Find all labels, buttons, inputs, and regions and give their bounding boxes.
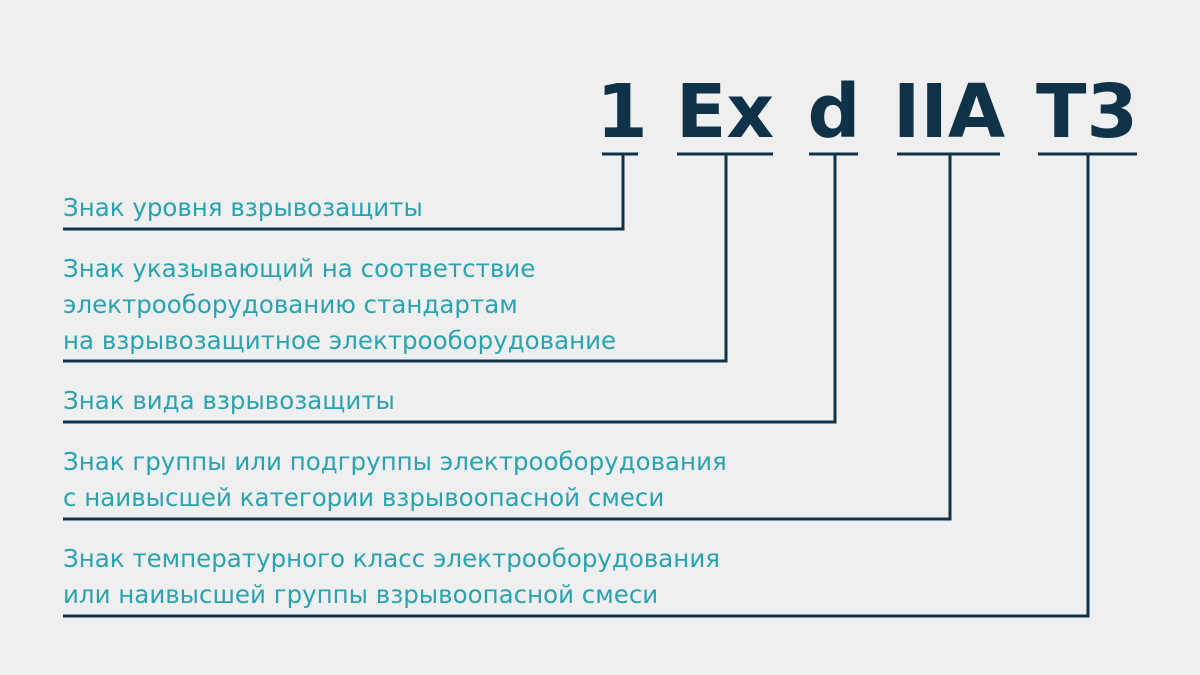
- leader-line-ex: [63, 154, 728, 363]
- leader-line-protection-type: [63, 154, 837, 424]
- description-line: Знак температурного класс электрооборудо…: [63, 544, 720, 573]
- description-line: Знак уровня взрывозащиты: [63, 193, 423, 222]
- description-line: Знак группы или подгруппы электрооборудо…: [63, 447, 727, 476]
- description-line: на взрывозащитное электрооборудование: [63, 326, 617, 355]
- description-ex: Знак указывающий на соответствие электро…: [63, 251, 616, 359]
- description-line: или наивысшей группы взрывоопасной смеси: [63, 580, 659, 609]
- leader-line-group: [63, 154, 952, 521]
- description-protection-type: Знак вида взрывозащиты: [63, 383, 395, 419]
- description-temperature-class: Знак температурного класс электрооборудо…: [63, 541, 720, 613]
- symbol-temperature-class: T3: [1036, 69, 1138, 155]
- symbol-level: 1: [596, 69, 648, 155]
- symbol-group: IIA: [893, 69, 1005, 155]
- leader-line-temperature-class: [63, 154, 1090, 618]
- description-level: Знак уровня взрывозащиты: [63, 190, 423, 226]
- description-group: Знак группы или подгруппы электрооборудо…: [63, 444, 727, 516]
- description-line: электрооборудованию стандартам: [63, 290, 518, 319]
- description-line: Знак вида взрывозащиты: [63, 386, 395, 415]
- leader-line-level: [63, 154, 625, 231]
- symbol-ex: Ex: [676, 69, 774, 155]
- description-line: Знак указывающий на соответствие: [63, 254, 536, 283]
- description-line: с наивысшей категории взрывоопасной смес…: [63, 483, 665, 512]
- symbol-protection-type: d: [808, 69, 861, 155]
